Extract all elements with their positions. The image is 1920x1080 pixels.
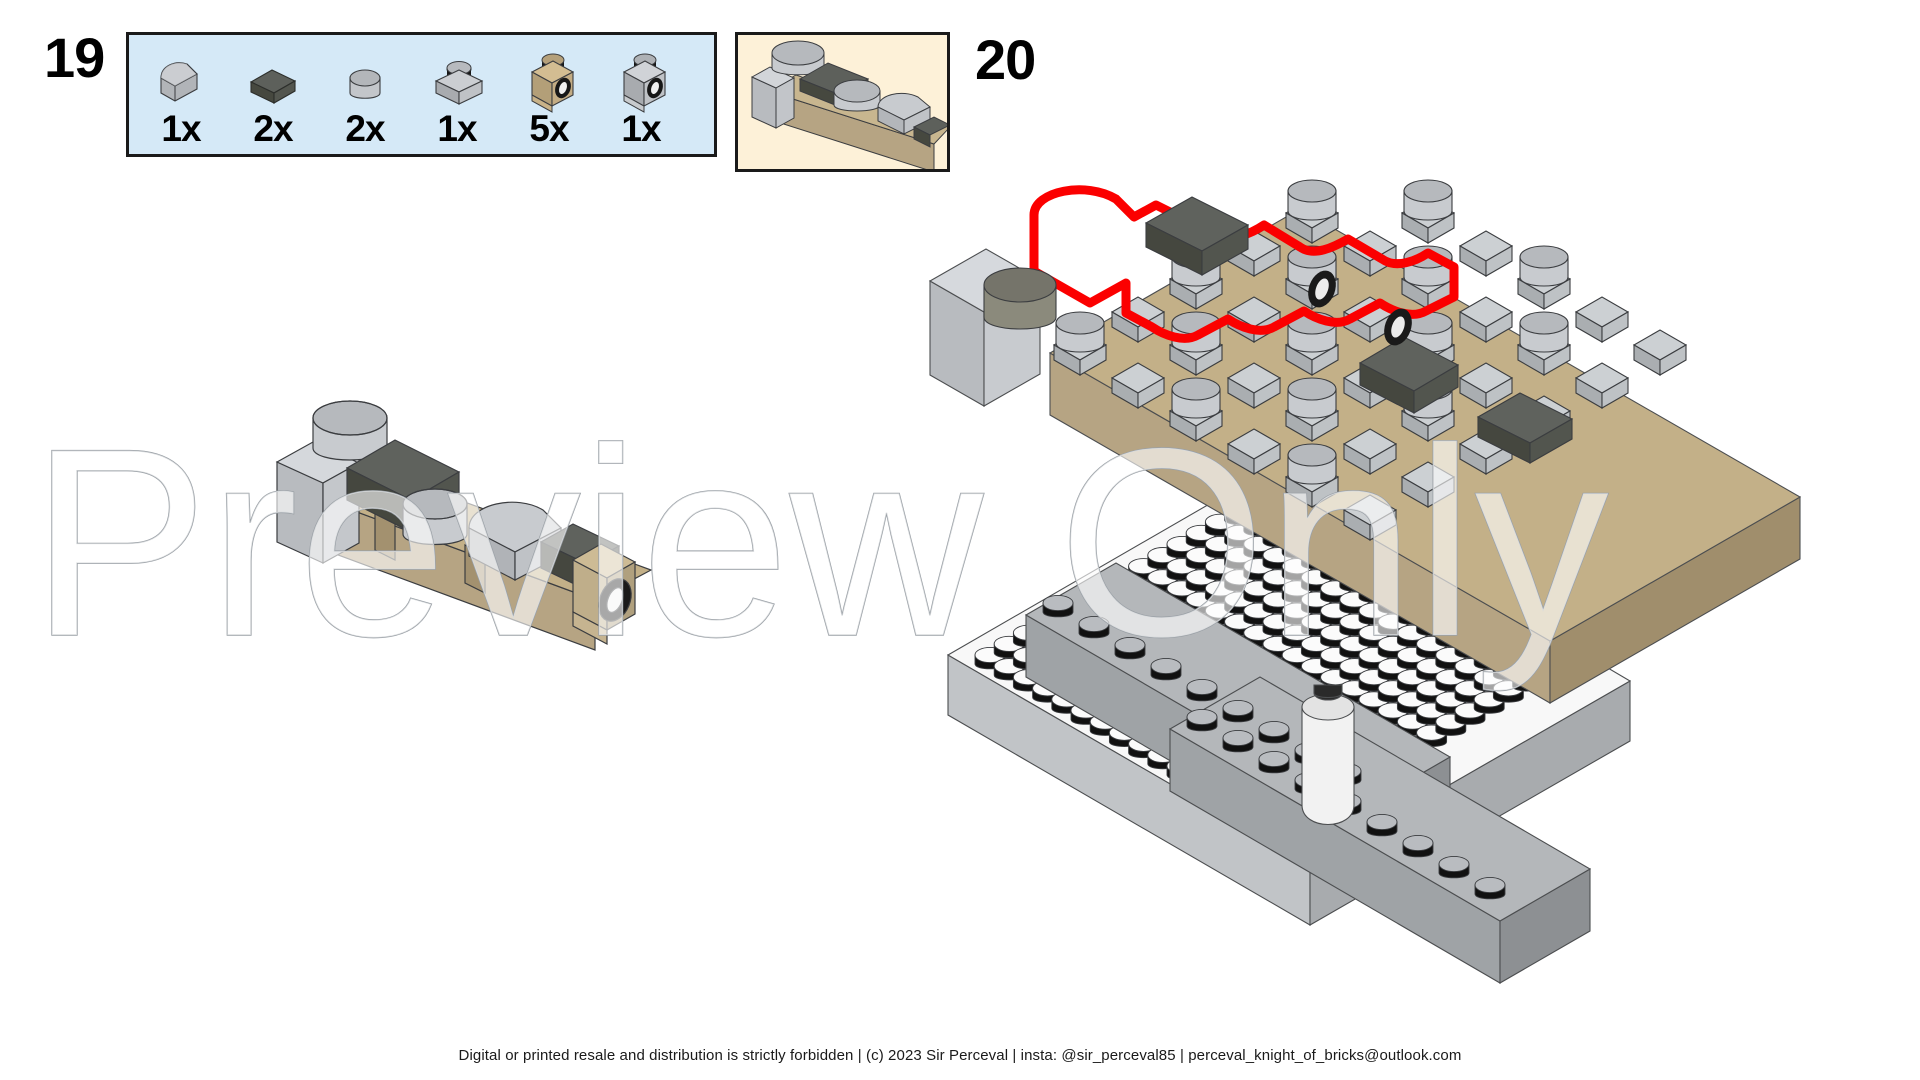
part-item-1: 2x <box>227 48 319 148</box>
upper-dark-tiles <box>1144 196 1574 464</box>
part-quantity-4: 5x <box>529 108 569 149</box>
part-quantity-3: 1x <box>437 108 477 149</box>
callout-preview-box <box>735 32 950 172</box>
part-item-4: 5x <box>503 48 595 148</box>
part-quantity-1: 2x <box>253 108 293 149</box>
white-cylinder-lamp <box>1301 684 1355 825</box>
part-quantity-2: 2x <box>345 108 385 149</box>
step-number-20: 20 <box>975 28 1036 91</box>
headlight-brick-light-gray-icon <box>595 48 687 113</box>
top-surface-plates <box>1052 197 1688 541</box>
subassembly-illustration <box>255 400 715 651</box>
part-item-0: 1x <box>135 48 227 148</box>
part-item-2: 2x <box>319 48 411 148</box>
parts-list-box: 1x 2x 2x <box>126 32 717 157</box>
part-item-3: 1x <box>411 48 503 148</box>
round-plate-1x1-icon <box>319 48 411 110</box>
main-model-illustration <box>928 179 1890 1055</box>
part-quantity-5: 1x <box>621 108 661 149</box>
brick-1x1-icon <box>411 48 503 110</box>
footer-copyright: Digital or printed resale and distributi… <box>458 1047 1462 1064</box>
part-item-5: 1x <box>595 48 687 148</box>
headlight-eyes <box>1308 270 1412 346</box>
dark-round-stud <box>983 267 1057 330</box>
tile-1x1-icon <box>227 48 319 110</box>
callout-subassembly-drawing <box>750 40 947 169</box>
brick-1x1-half-round-icon <box>135 48 227 110</box>
part-quantity-0: 1x <box>161 108 201 149</box>
step-number-19: 19 <box>44 26 105 89</box>
headlight-brick-dark-tan-icon <box>503 48 595 113</box>
